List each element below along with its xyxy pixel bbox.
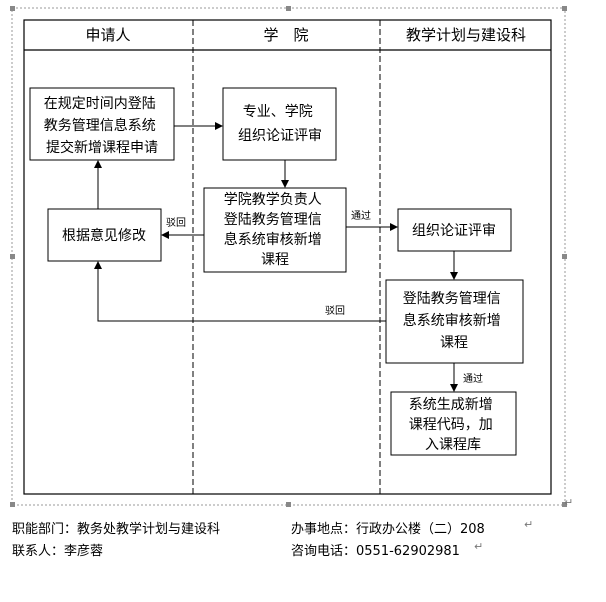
svg-text:登陆教务管理信 息系统审核新增 课程: 登陆教务管理信 息系统审核新增 课程 — [403, 291, 505, 351]
svg-text:组织论证评审: 组织论证评审 — [412, 223, 496, 239]
connectors — [94, 122, 458, 392]
box-line: 课程 — [440, 335, 468, 351]
svg-text:根据意见修改: 根据意见修改 — [62, 227, 146, 244]
box-revise[interactable]: 根据意见修改 — [47, 208, 162, 262]
footer-line-1: 职能部门：教务处教学计划与建设科 办事地点：行政办公楼（二）208 ↵ — [12, 518, 533, 537]
box-line: 课程 — [261, 252, 289, 268]
diagram-border — [23, 19, 552, 495]
box-line: 提交新增课程申请 — [46, 139, 158, 156]
edge-label-pass-office: 通过 — [463, 372, 483, 385]
box-line: 入课程库 — [425, 437, 481, 453]
box-submit-application[interactable]: 在规定时间内登陆 教务管理信息系统 提交新增课程申请 — [29, 87, 175, 161]
box-line: 系统生成新增 — [409, 397, 493, 413]
edge-label-reject-office: 驳回 — [325, 305, 345, 317]
lane-header-applicant: 申请人 — [85, 26, 130, 44]
edge-label-pass-college: 通过 — [351, 209, 371, 222]
edge-label-reject-college: 驳回 — [166, 217, 186, 229]
lane-header-college: 学 院 — [263, 26, 308, 44]
box-college-system-review[interactable]: 学院教学负责人 登陆教务管理信 息系统审核新增 课程 — [203, 187, 347, 273]
svg-text:学院教学负责人 登陆教务管理信 息系: 学院教学负责人 登陆教务管理信 息系统审核新增 课程 — [224, 192, 326, 268]
box-line: 息系统审核新增 — [224, 231, 322, 248]
box-line: 登陆教务管理信 — [224, 212, 322, 228]
svg-text:在规定时间内登陆 教务管理信息系统: 在规定时间内登陆 教务管理信息系统 提交新增课程申请 — [44, 96, 160, 156]
paragraph-mark: ↵ — [564, 496, 573, 509]
box-generate-code[interactable]: 系统生成新增 课程代码，加 入课程库 — [390, 391, 517, 456]
box-college-review[interactable]: 专业、学院 组织论证评审 — [222, 87, 337, 161]
box-line: 学院教学负责人 — [224, 192, 322, 208]
box-organize-review[interactable]: 组织论证评审 — [397, 208, 512, 252]
box-line: 在规定时间内登陆 — [44, 96, 156, 112]
location-text: 办事地点：行政办公楼（二）208 — [291, 522, 485, 537]
box-line: 组织论证评审 — [412, 223, 496, 239]
box-line: 根据意见修改 — [62, 227, 146, 244]
svg-text:系统生成新增 课程代码，加 入课程库: 系统生成新增 课程代码，加 入课程库 — [409, 397, 497, 453]
paragraph-mark: ↵ — [474, 540, 484, 553]
dept-text: 职能部门：教务处教学计划与建设科 — [12, 522, 221, 537]
svg-text:专业、学院 组织论证评审: 专业、学院 组织论证评审 — [238, 104, 322, 144]
box-office-system-review[interactable]: 登陆教务管理信 息系统审核新增 课程 — [385, 279, 524, 364]
box-line: 登陆教务管理信 — [403, 291, 501, 307]
contact-text: 联系人：李彦蓉 — [12, 544, 104, 559]
box-line: 教务管理信息系统 — [44, 117, 156, 134]
selection-handles[interactable] — [10, 6, 567, 507]
paragraph-mark: ↵ — [524, 518, 534, 531]
arrow-office-reject-to-revise — [94, 261, 386, 322]
lane-header-planning-office: 教学计划与建设科 — [406, 26, 526, 44]
box-line: 息系统审核新增 — [403, 312, 501, 329]
box-line: 组织论证评审 — [238, 128, 322, 144]
box-line: 课程代码，加 — [409, 417, 493, 433]
box-line: 专业、学院 — [243, 104, 313, 120]
phone-text: 咨询电话：0551-62902981 — [291, 544, 460, 559]
footer-line-2: 联系人：李彦蓉 咨询电话：0551-62902981 ↵ — [12, 540, 483, 559]
